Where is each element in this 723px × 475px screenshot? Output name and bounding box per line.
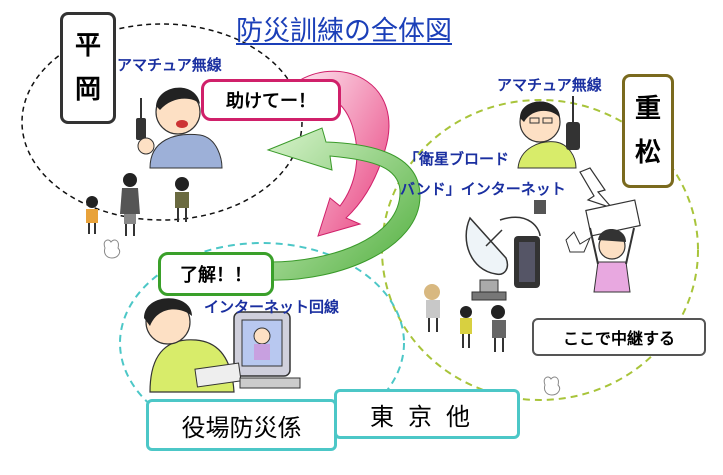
satellite-equipment [465,200,546,301]
help-text: 助けてー！ [226,91,316,112]
sign-holder [565,199,641,293]
office-label-box: 役場防災係 [146,399,337,451]
roger-arrow [266,127,421,281]
place-shigematsu-bottom: 松 [634,138,661,168]
radio-operator-left [136,87,223,169]
down-arrow [579,167,614,210]
office-circle [119,242,405,444]
help-speech-bubble: 助けてー！ [201,79,341,121]
relay-caption: ここで中継する [562,329,675,348]
villagers-right [424,284,561,396]
tokyo-label: 東京他 [370,402,484,431]
villagers-left [86,173,189,259]
amateur-radio-label-left: アマチュア無線 [117,56,222,74]
help-arrow [299,70,390,237]
place-hirao: 平 岡 [60,12,116,124]
radio-operator-right [517,96,580,169]
tokyo-label-box: 東京他 [334,389,520,439]
office-label: 役場防災係 [181,413,302,442]
internet-line-label: インターネット回線 [204,298,340,316]
amateur-radio-label-right: アマチュア無線 [497,76,602,94]
place-hirao-bottom: 岡 [74,75,101,105]
roger-speech-bubble: 了解！！ [158,252,274,296]
place-shigematsu-top: 重 [634,94,661,124]
satellite-label-line1: 「衛星ブロード [404,150,510,168]
place-shigematsu: 重 松 [622,74,674,188]
office-worker [144,298,301,393]
place-hirao-top: 平 [74,31,101,61]
hirao-circle [21,23,303,221]
relay-caption-box: ここで中継する [532,318,706,356]
roger-text: 了解！！ [180,265,252,286]
satellite-label-line2: バンド」インターネット [400,180,566,198]
page-title: 防災訓練の全体図 [236,16,452,47]
